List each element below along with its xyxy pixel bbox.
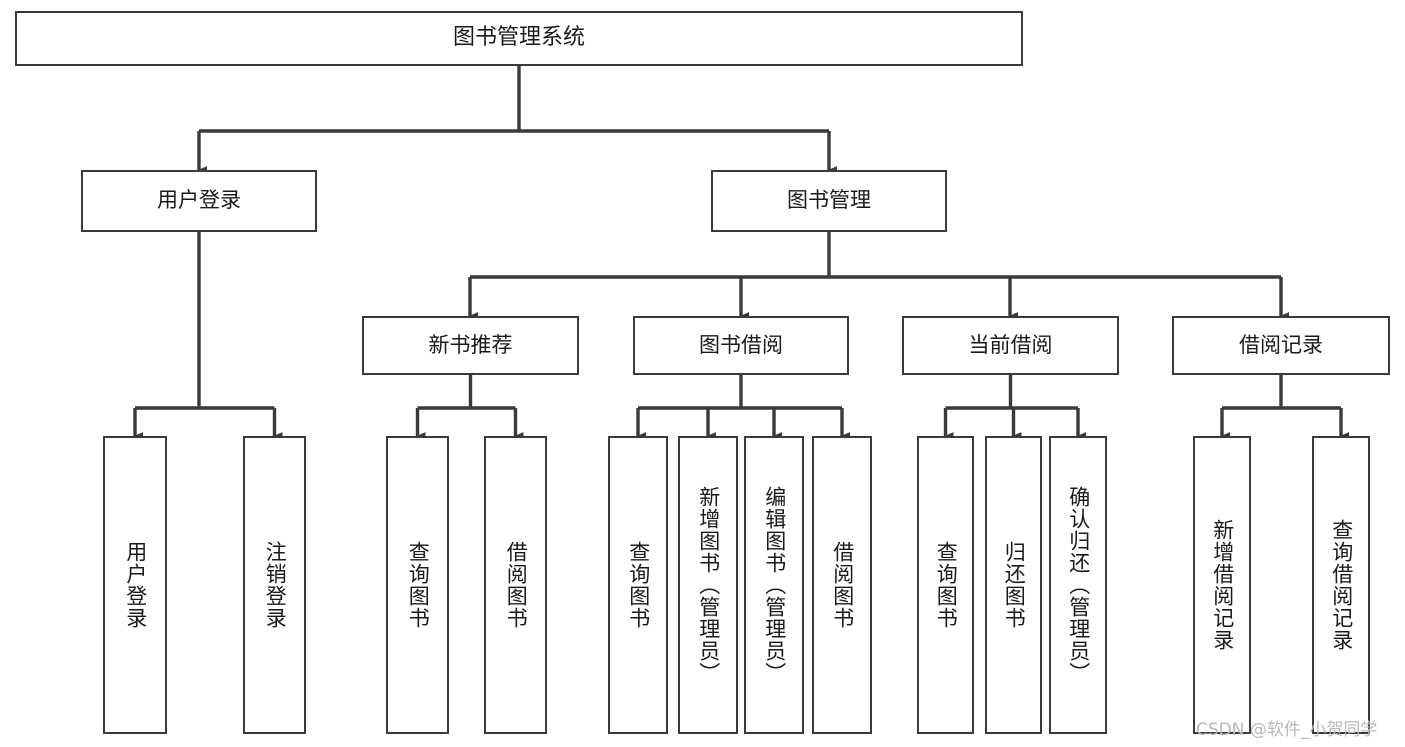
leaf-node-label: 借阅图书: [830, 541, 855, 629]
leaf-node-label: 查询图书: [934, 541, 959, 629]
leaf-node-5[interactable]: 新增图书（管理员）: [678, 436, 738, 734]
leaf-node-label: 借阅图书: [504, 541, 529, 629]
leaf-node-3[interactable]: 借阅图书: [484, 436, 547, 734]
leaf-node-4[interactable]: 查询图书: [608, 436, 668, 734]
leaf-node-7[interactable]: 借阅图书: [812, 436, 872, 734]
leaf-node-label: 查询图书: [626, 541, 651, 629]
level2-node-1[interactable]: 图书管理: [711, 170, 947, 232]
level3-node-0[interactable]: 新书推荐: [362, 316, 579, 375]
root-node-0[interactable]: 图书管理系统: [15, 11, 1023, 66]
leaf-node-label: 用户登录: [123, 541, 148, 629]
leaf-node-label: 归还图书: [1002, 541, 1027, 629]
leaf-node-8[interactable]: 查询图书: [917, 436, 974, 734]
leaf-node-label: 确认归还（管理员）: [1066, 486, 1091, 684]
leaf-node-label: 查询图书: [406, 541, 431, 629]
level3-node-2[interactable]: 当前借阅: [902, 316, 1119, 375]
level3-node-label: 当前借阅: [968, 332, 1053, 357]
level3-node-label: 图书借阅: [699, 332, 783, 357]
leaf-node-label: 编辑图书（管理员）: [762, 486, 787, 684]
leaf-node-12[interactable]: 查询借阅记录: [1312, 436, 1370, 734]
leaf-node-10[interactable]: 确认归还（管理员）: [1049, 436, 1107, 734]
level2-node-0[interactable]: 用户登录: [81, 170, 317, 232]
level3-node-label: 新书推荐: [428, 332, 513, 357]
level3-node-3[interactable]: 借阅记录: [1172, 316, 1390, 375]
leaf-node-1[interactable]: 注销登录: [243, 436, 306, 734]
leaf-node-label: 注销登录: [263, 541, 288, 629]
level2-node-label: 图书管理: [787, 188, 871, 213]
leaf-node-label: 新增借阅记录: [1210, 519, 1235, 651]
root-node-label: 图书管理系统: [452, 25, 585, 51]
leaf-node-label: 新增图书（管理员）: [696, 486, 721, 684]
leaf-node-11[interactable]: 新增借阅记录: [1193, 436, 1251, 734]
level3-node-label: 借阅记录: [1239, 332, 1323, 357]
leaf-node-0[interactable]: 用户登录: [103, 436, 167, 734]
leaf-node-9[interactable]: 归还图书: [985, 436, 1042, 734]
level2-node-label: 用户登录: [157, 188, 241, 213]
leaf-node-6[interactable]: 编辑图书（管理员）: [744, 436, 804, 734]
leaf-node-label: 查询借阅记录: [1329, 519, 1354, 651]
level3-node-1[interactable]: 图书借阅: [633, 316, 849, 375]
leaf-node-2[interactable]: 查询图书: [386, 436, 449, 734]
